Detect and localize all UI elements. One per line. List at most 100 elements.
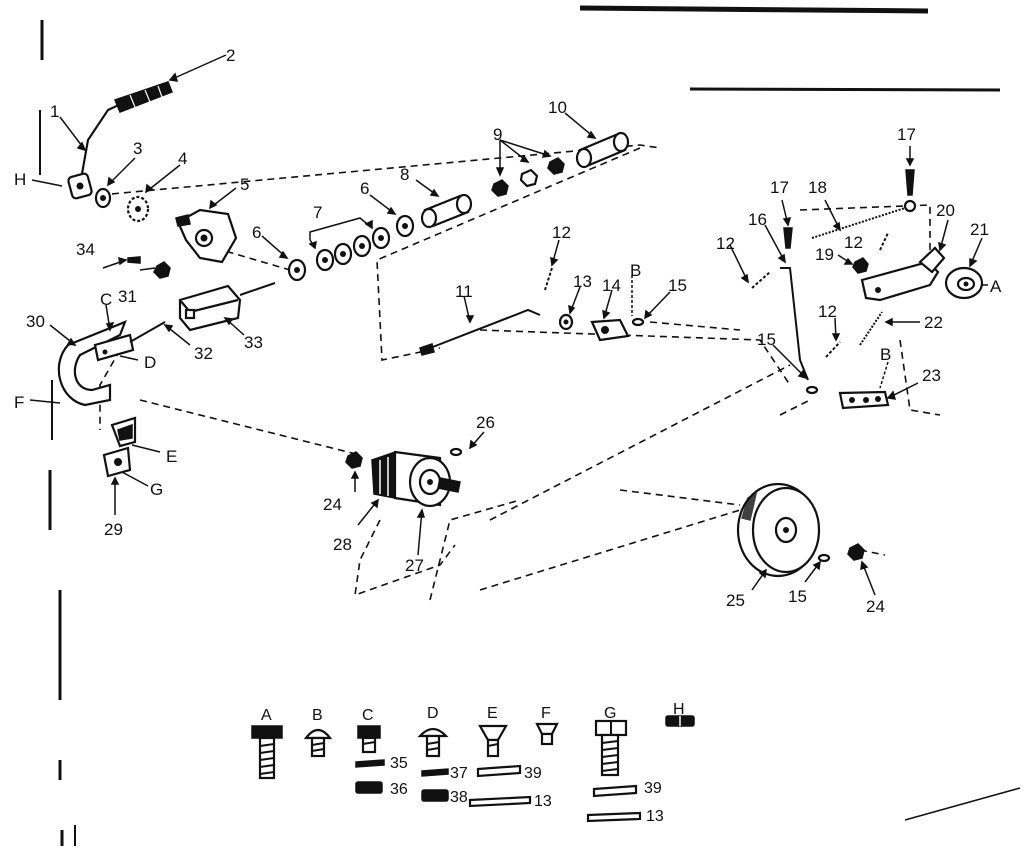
callout-23: 23 [922,366,941,385]
fastener-label-37: 37 [450,765,468,782]
callout-12d: 12 [818,302,837,321]
fastener-label-38: 38 [450,789,468,806]
clip-15b [805,385,819,395]
pin-13a-icon [468,795,532,808]
callout-14: 14 [602,276,621,295]
fastener-label-13b: 13 [646,808,664,825]
key-26 [449,447,463,457]
callout-7: 7 [313,203,322,222]
fastener-label-35: 35 [390,755,408,772]
callout-6b: 6 [360,179,369,198]
callout-27: 27 [405,556,424,575]
bolt-c-icon [357,725,381,754]
washers-and-spacers [287,214,415,282]
cotter-pin-12d [825,341,841,358]
nuts-9 [491,157,565,197]
pulley-25 [736,482,821,578]
callout-11: 11 [455,282,473,301]
link-23 [838,390,890,410]
spring-22 [859,311,883,346]
callout-20: 20 [936,201,955,220]
shift-bracket [175,208,238,264]
callout-15c: 15 [788,587,807,606]
bolt-17a [905,169,915,196]
bolt-17b [783,227,793,249]
pulley-21 [944,266,984,300]
band-30 [57,320,135,407]
block-14 [590,318,630,342]
clip-15c [817,553,831,563]
callout-33: 33 [244,333,263,352]
bolt-b-icon [303,728,333,758]
bracket-29 [102,416,137,478]
callout-labels: 1 2 3 4 5 6 6 7 8 9 10 11 12 12 12 12 13… [26,46,989,616]
callout-6a: 6 [252,223,261,242]
bolt-d-icon [417,727,449,758]
callout-10: 10 [548,98,567,117]
link-rod-16 [780,267,809,381]
letter-a: A [990,277,1002,296]
callout-15b: 15 [757,330,776,349]
callout-8: 8 [400,165,409,184]
letter-g: G [150,480,163,499]
pin-37-icon [421,768,449,777]
engine-pulley-27 [393,450,461,508]
fastener-label-a: A [261,707,272,724]
callout-4: 4 [178,149,187,168]
leader-lines [29,54,988,596]
nut-31 [153,261,171,279]
nut-h-icon [665,715,695,727]
shift-lever [67,101,126,200]
pin-39a-icon [476,764,522,778]
handle-grip [113,81,173,113]
bushing-10 [575,131,630,169]
nut-38-icon [421,789,449,802]
fastener-label-13a: 13 [534,793,552,810]
nut-24a [345,451,363,469]
fastener-legend: A B C D E F G H [251,701,695,825]
callout-26: 26 [476,413,495,432]
screw-e-icon [478,724,508,758]
cotter-pin-12a [544,267,553,291]
fastener-label-39a: 39 [524,765,542,782]
nut-36-icon [355,781,383,794]
callout-18: 18 [808,178,827,197]
callout-5: 5 [240,175,249,194]
idler-bracket-20 [860,246,946,302]
callout-24b: 24 [866,597,885,616]
letter-h: H [14,170,26,189]
spring-18 [811,199,917,239]
callout-9: 9 [493,125,502,144]
letter-b2: B [880,345,891,364]
callout-21: 21 [970,220,989,239]
pin-35-icon [355,759,385,768]
clutch-28 [371,450,396,499]
callout-12b: 12 [716,234,735,253]
callout-24a: 24 [323,495,342,514]
nut-19 [852,257,869,274]
callout-34: 34 [76,240,95,259]
assembly-dashed-lines [99,144,941,601]
callout-12c: 12 [844,233,863,252]
shift-rod-11 [419,308,541,356]
callout-2: 2 [226,46,235,65]
callout-1: 1 [50,102,59,121]
bolt-g-icon [594,719,628,777]
fastener-label-e: E [487,705,498,722]
fastener-label-g: G [604,705,616,722]
callout-17a: 17 [897,125,916,144]
letter-f: F [14,393,24,412]
fastener-label-36: 36 [390,781,408,798]
pin-13b-icon [586,811,642,823]
scan-edge-marks [39,5,1021,846]
pin-39b-icon [592,784,638,798]
clip-15a [631,317,645,327]
callout-25: 25 [726,591,745,610]
bushing-8 [420,193,473,229]
bolt-a-icon [251,725,283,780]
callout-15a: 15 [668,276,687,295]
callout-30: 30 [26,312,45,331]
callout-22: 22 [924,313,943,332]
callout-16: 16 [748,210,767,229]
